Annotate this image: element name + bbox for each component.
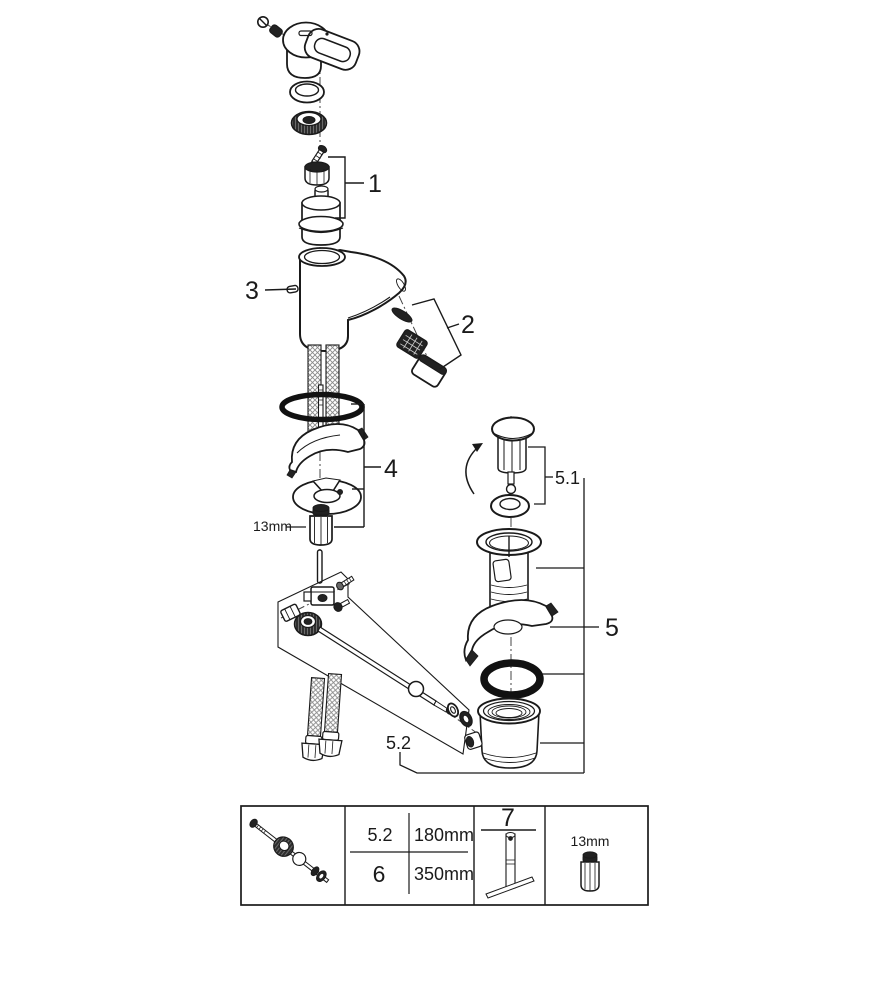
faucet-body <box>286 247 407 353</box>
table-size-cell: 5.2 180mm 6 350mm <box>350 813 474 894</box>
callout-4-label: 4 <box>384 455 398 483</box>
callout-5-2: 5.2 <box>386 733 584 774</box>
mounting-nut-13mm <box>309 504 333 546</box>
drain-cup <box>464 697 541 769</box>
callout-5-1: 5.1 <box>528 446 580 505</box>
wrench-size-label: 13mm <box>253 518 292 534</box>
callout-2: 2 <box>411 298 475 370</box>
handle-lever <box>282 21 361 79</box>
table-socket-size: 13mm <box>571 833 610 849</box>
callout-5-label: 5 <box>605 614 619 642</box>
table-ref-52: 5.2 <box>367 825 392 845</box>
rod-washer-large <box>459 710 473 728</box>
clamp-screw-lower <box>333 598 351 612</box>
callout-1: 1 <box>328 156 382 219</box>
rod-clamp-block <box>303 586 335 606</box>
callout-1-label: 1 <box>368 170 382 198</box>
base-o-ring <box>279 391 365 423</box>
rotation-arrow <box>465 443 483 495</box>
clamp-screw-upper <box>336 575 355 591</box>
callout-5-2-label: 5.2 <box>386 733 411 753</box>
horseshoe-washer <box>292 477 362 515</box>
callout-5: 5 <box>536 478 619 773</box>
handle-screw <box>256 15 269 28</box>
wrench-size-callout: 13mm <box>253 518 306 534</box>
aerator-shell <box>411 354 447 388</box>
spec-table: 5.2 180mm 6 350mm 7 13mm <box>240 804 649 906</box>
knurled-nut <box>293 611 323 637</box>
plug-seal-ring <box>490 494 530 518</box>
callout-3: 3 <box>245 277 297 305</box>
table-len-180: 180mm <box>414 825 474 845</box>
rubber-wedge <box>286 423 369 479</box>
dome-ring <box>290 110 328 136</box>
table-tool-header: 7 <box>501 804 515 832</box>
drain-o-ring <box>480 659 544 699</box>
pull-rod <box>316 549 323 584</box>
handle-plug <box>269 24 283 38</box>
table-socket-cell: 13mm <box>571 833 610 892</box>
table-tool-cell: 7 <box>481 804 536 899</box>
cartridge <box>298 185 344 246</box>
aerator-gasket <box>391 307 413 323</box>
drain-wedge-gasket <box>463 599 559 667</box>
table-len-350: 350mm <box>414 864 474 884</box>
table-rod-drawing <box>249 818 330 884</box>
table-ref-6: 6 <box>373 861 386 887</box>
callout-5-1-label: 5.1 <box>555 468 580 488</box>
callout-3-label: 3 <box>245 277 259 305</box>
cartridge-nut <box>304 161 330 186</box>
rod-washer-small <box>446 702 460 718</box>
rod-assembly-outline <box>277 571 470 755</box>
popup-plug <box>491 416 535 495</box>
supply-hoses-lower <box>301 673 343 762</box>
aerator-insert <box>396 329 428 359</box>
callout-2-label: 2 <box>461 311 475 339</box>
callout-4: 4 <box>334 403 398 528</box>
handle-cap-ring <box>289 80 325 104</box>
rod-fitting <box>280 603 301 622</box>
